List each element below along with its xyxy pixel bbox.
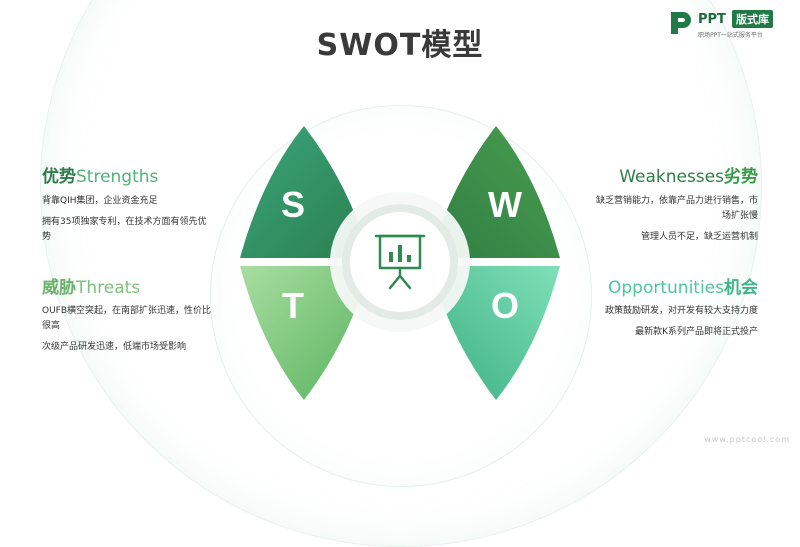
threats-body: OUFB横空突起，在南部扩张迅速，性价比很高 次级产品研发迅速，低端市场受影响: [42, 304, 212, 361]
logo-ppt-text: PPT: [698, 12, 726, 27]
o-letter: O: [491, 285, 519, 326]
swot-diagram: S W T O: [240, 126, 560, 400]
strengths-heading: 优势Strengths: [42, 162, 158, 187]
threats-heading: 威胁Threats: [42, 273, 140, 298]
page-title: SWOT模型: [316, 28, 484, 63]
logo-subtitle: 职场PPT一站式服务平台: [698, 32, 763, 39]
s-letter: S: [281, 184, 305, 225]
opportunities-en: Opportunities: [608, 278, 724, 298]
logo-badge: 版式库: [732, 10, 773, 28]
footer-url: www.pptcool.com: [704, 435, 790, 444]
presentation-board-icon: [374, 234, 426, 290]
o-petal: [430, 266, 560, 400]
strengths-cn: 优势: [42, 167, 76, 187]
threats-cn: 威胁: [42, 278, 76, 298]
t-petal: [240, 266, 370, 400]
opportunities-line: 政策鼓励研发，对开发有较大支持力度: [604, 306, 758, 316]
t-letter: T: [282, 285, 304, 326]
weaknesses-line: 缺乏营销能力，依靠产品力进行销售，市场扩张慢: [595, 196, 758, 221]
weaknesses-line: 管理人员不足，缺乏运营机制: [640, 232, 758, 242]
strengths-body: 背靠QIH集团，企业资金充足 拥有35项独家专利，在技术方面有领先优势: [42, 194, 212, 251]
weaknesses-heading: Weaknesses劣势: [619, 162, 758, 187]
opportunities-line: 最新款K系列产品即将正式投产: [635, 327, 758, 337]
weaknesses-en: Weaknesses: [619, 167, 724, 187]
opportunities-cn: 机会: [724, 278, 758, 298]
strengths-en: Strengths: [76, 167, 159, 187]
strengths-line: 背靠QIH集团，企业资金充足: [42, 196, 158, 206]
weaknesses-cn: 劣势: [724, 167, 758, 187]
w-letter: W: [488, 184, 522, 225]
logo-p-icon: [671, 12, 691, 34]
brand-logo: PPT 版式库 职场PPT一站式服务平台: [668, 8, 788, 42]
opportunities-body: 政策鼓励研发，对开发有较大支持力度 最新款K系列产品即将正式投产: [588, 304, 758, 346]
s-petal: [240, 126, 370, 258]
threats-en: Threats: [76, 278, 141, 298]
threats-line: OUFB横空突起，在南部扩张迅速，性价比很高: [42, 306, 212, 331]
threats-line: 次级产品研发迅速，低端市场受影响: [42, 342, 187, 352]
opportunities-heading: Opportunities机会: [608, 273, 758, 298]
weaknesses-body: 缺乏营销能力，依靠产品力进行销售，市场扩张慢 管理人员不足，缺乏运营机制: [588, 194, 758, 251]
board-bars: [389, 245, 411, 262]
w-petal: [430, 126, 560, 258]
strengths-line: 拥有35项独家专利，在技术方面有领先优势: [42, 217, 207, 242]
